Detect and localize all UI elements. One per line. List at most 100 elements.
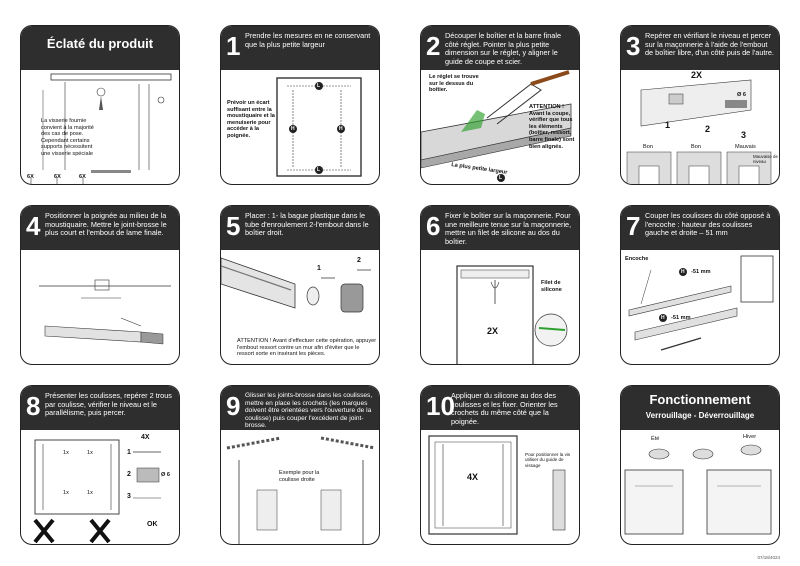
step-number: 6 (426, 211, 441, 241)
ok-label: OK (147, 521, 158, 528)
summer-label: Été (651, 436, 660, 442)
screw-guide-note: Pour positionner la vis utiliser du guid… (525, 452, 571, 468)
step-number: 8 (26, 391, 41, 421)
step-3-illustration: 2X Ø 6 1 2 3 Bon Bon Mauvais Mauvaise de… (621, 70, 779, 184)
mark-h-left: H (291, 126, 295, 132)
step-5-illustration: 1 2 ATTENTION ! Avant d'effectuer cette … (221, 250, 379, 364)
qty-screws-1: 6X (27, 174, 34, 180)
measure-diagram (276, 77, 362, 177)
fixing-diagram (456, 265, 568, 364)
card-header: 10 Appliquer du silicone au dos des coul… (421, 386, 579, 430)
step-2-illustration: Le réglet se trouve sur le dessus du boî… (421, 70, 579, 184)
card-header: 6 Fixer le boîtier sur la maçonnerie. Po… (421, 206, 579, 250)
exploded-diagram (30, 73, 172, 184)
handle-diagram (39, 279, 171, 345)
step-7-illustration: Encoche H -51 mm H -51 mm (621, 250, 779, 364)
card-step-5: 5 Placer : 1- la bague plastique dans le… (220, 205, 380, 365)
drill-size: Ø 6 (161, 472, 171, 478)
attention-note: ATTENTION ! Avant d'effectuer cette opér… (237, 338, 377, 358)
step-text: Présenter les coulisses, repérer 2 trous… (45, 391, 172, 418)
card-header: 9 Glisser les joints-brosse dans les cou… (221, 386, 379, 430)
winter-label: Hiver (743, 434, 757, 440)
mark-l-bottom: L (317, 167, 321, 173)
step-number: 2 (426, 31, 441, 61)
card-step-9: 9 Glisser les joints-brosse dans les cou… (220, 385, 380, 545)
card-step-7: 7 Couper les coulisses du côté opposé à … (620, 205, 780, 365)
card-subtitle: Verrouillage - Déverrouillage (645, 411, 755, 420)
card-step-4: 4 Positionner la poignée au milieu de la… (20, 205, 180, 365)
num-2: 2 (705, 124, 711, 134)
step-text: Prendre les mesures en ne conservant que… (245, 31, 371, 49)
qty-label: 4X (141, 434, 150, 441)
num-1: 1 (127, 449, 131, 456)
num-1: 1 (665, 120, 671, 130)
step-8-illustration: 4X 1 2 Ø 6 3 OK 1x 1x 1x 1x (21, 430, 179, 544)
hole-mark-2: 1x (87, 450, 93, 456)
qty-label: 2X (487, 326, 499, 336)
document-code: 07/18/4024 (757, 555, 780, 560)
step-number: 4 (26, 211, 41, 241)
encoche-label: Encoche (625, 256, 649, 262)
spring-diagram (221, 257, 371, 313)
step-text: Découper le boîtier et la barre finale c… (445, 31, 562, 66)
card-step-6: 6 Fixer le boîtier sur la maçonnerie. Po… (420, 205, 580, 365)
exploded-illustration: La visserie fournie convient à la majori… (21, 70, 179, 184)
example-note: Exemple pour la coulisse droite (279, 470, 320, 483)
cutting-diagram (421, 70, 572, 182)
qty-label: 4X (467, 472, 479, 482)
marking-diagram (33, 439, 161, 544)
operation-illustration: Été Hiver (621, 430, 779, 544)
card-title: Éclaté du produit (46, 36, 154, 51)
mounting-diagram (428, 435, 566, 535)
gap-note: Prévoir un écart suffisant entre la mous… (227, 100, 275, 139)
step-10-illustration: 4X Pour positionner la vis utiliser du g… (421, 430, 579, 544)
step-4-illustration (21, 250, 179, 364)
step-text: Glisser les joints-brosse dans les couli… (245, 392, 373, 430)
hole-mark-4: 1x (87, 490, 93, 496)
step-9-illustration: Exemple pour la coulisse droite (221, 430, 379, 544)
step-number: 1 (226, 31, 241, 61)
card-operation: Fonctionnement Verrouillage - Déverrouil… (620, 385, 780, 545)
mark-h-right: H (339, 126, 343, 132)
num-2: 2 (357, 257, 361, 264)
card-step-8: 8 Présenter les coulisses, repérer 2 tro… (20, 385, 180, 545)
step-number: 9 (226, 391, 241, 421)
lock-unlock-diagram (624, 444, 772, 535)
num-3: 3 (741, 130, 747, 140)
step-text: Repérer en vérifiant le niveau et percer… (645, 31, 774, 58)
step-text: Positionner la poignée au milieu de la m… (45, 211, 167, 238)
screws-note: La visserie fournie convient à la majori… (41, 118, 94, 157)
num-3: 3 (127, 493, 131, 500)
step-text: Couper les coulisses du côté opposé à l'… (645, 211, 771, 238)
card-header: 2 Découper le boîtier et la barre finale… (421, 26, 579, 70)
mark-l: L (499, 175, 503, 181)
card-header: Éclaté du produit (21, 26, 179, 70)
cut-2: -51 mm (671, 315, 691, 321)
card-header: 5 Placer : 1- la bague plastique dans le… (221, 206, 379, 250)
ruler-note: Le réglet se trouve sur le dessus du boî… (429, 74, 479, 94)
card-header: Fonctionnement Verrouillage - Déverrouil… (621, 386, 779, 430)
hole-mark-1: 1x (63, 450, 69, 456)
card-step-3: 3 Repérer en vérifiant le niveau et perc… (620, 25, 780, 185)
bad-note: Mauvaise de niveau (753, 154, 778, 164)
mark-h-top: H (681, 269, 685, 275)
card-step-2: 2 Découper le boîtier et la barre finale… (420, 25, 580, 185)
hole-mark-3: 1x (63, 490, 69, 496)
mark-h-bottom: H (661, 315, 665, 321)
card-header: 7 Couper les coulisses du côté opposé à … (621, 206, 779, 250)
card-header: 1 Prendre les mesures en ne conservant q… (221, 26, 379, 70)
card-step-1: 1 Prendre les mesures en ne conservant q… (220, 25, 380, 185)
step-text: Fixer le boîtier sur la maçonnerie. Pour… (445, 211, 572, 246)
good-label-2: Bon (691, 144, 701, 150)
silicone-label: Filet de silicone (541, 280, 562, 293)
drill-size: Ø 6 (737, 92, 747, 98)
brush-joint-diagram (226, 436, 376, 544)
good-label-1: Bon (643, 144, 653, 150)
step-number: 5 (226, 211, 241, 241)
step-number: 3 (626, 31, 641, 61)
qty-screws-2: 6X (54, 174, 61, 180)
card-header: 4 Positionner la poignée au milieu de la… (21, 206, 179, 250)
bad-label: Mauvais (735, 144, 756, 150)
step-1-illustration: L H H L Prévoir un écart suffisant entre… (221, 70, 379, 184)
drilling-diagram (626, 79, 772, 184)
